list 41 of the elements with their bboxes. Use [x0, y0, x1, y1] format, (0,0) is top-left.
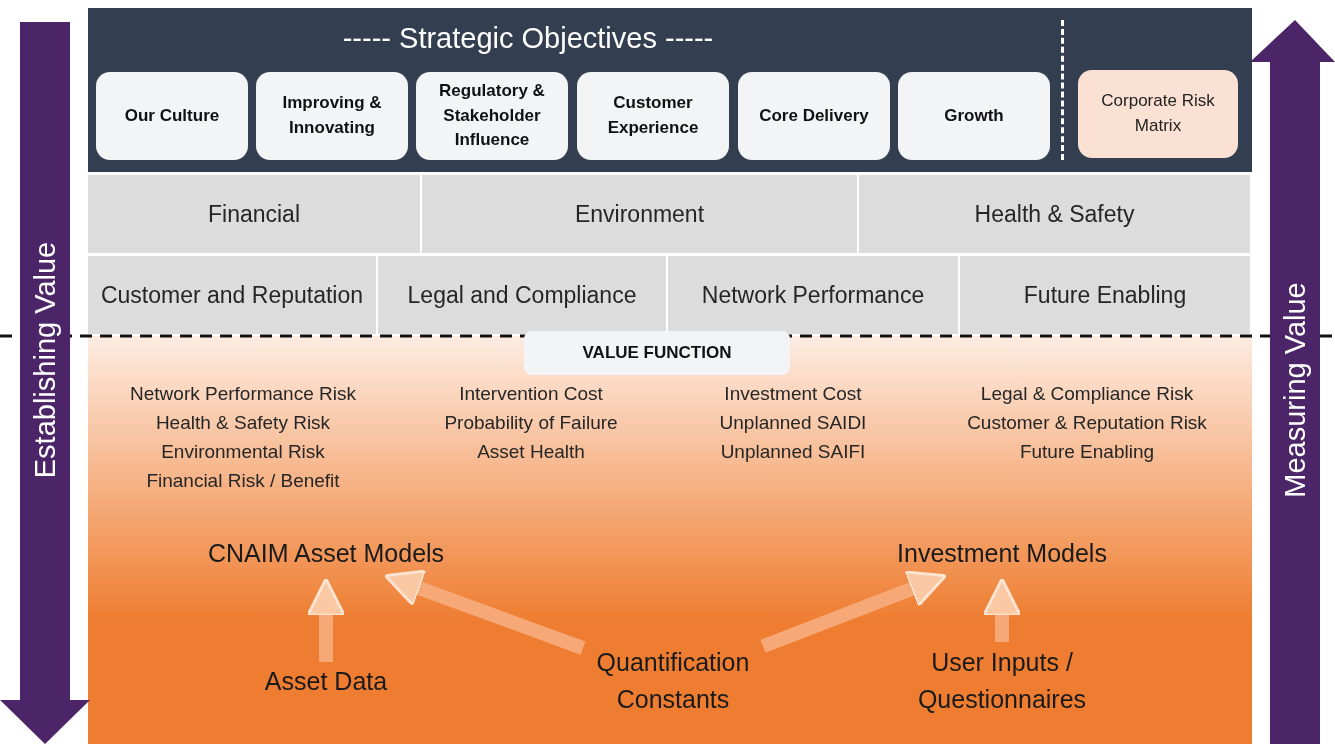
category-cell: Legal and Compliance — [378, 256, 666, 334]
model-label: Investment Models — [866, 534, 1138, 574]
value-item: Network Performance Risk — [130, 383, 356, 405]
objectives-panel — [88, 8, 1252, 172]
category-cell: Customer and Reputation — [88, 256, 376, 334]
value-item: Intervention Cost — [459, 383, 603, 405]
category-cell: Future Enabling — [960, 256, 1250, 334]
value-function-tag: VALUE FUNCTION — [524, 331, 790, 375]
model-label: Quantification Constants — [583, 642, 763, 720]
arrow — [306, 577, 346, 662]
value-item: Environmental Risk — [161, 441, 325, 463]
category-cell: Environment — [422, 175, 857, 253]
value-item: Future Enabling — [1019, 441, 1155, 463]
arrow — [982, 577, 1022, 642]
category-cell: Network Performance — [668, 256, 958, 334]
value-item: Financial Risk / Benefit — [146, 470, 340, 492]
side-label: Measuring Value — [1278, 282, 1312, 498]
objective-card: Core Delivery — [738, 72, 890, 160]
value-item: Health & Safety Risk — [155, 412, 331, 434]
value-item: Legal & Compliance Risk — [980, 383, 1194, 405]
objective-card: Improving & Innovating — [256, 72, 408, 160]
model-label: User Inputs / Questionnaires — [902, 642, 1102, 720]
objective-card: Our Culture — [96, 72, 248, 160]
objective-card: Regulatory & Stakeholder Influence — [416, 72, 568, 160]
category-cell: Health & Safety — [859, 175, 1250, 253]
side-label: Establishing Value — [28, 241, 62, 479]
value-item: Unplanned SAIDI — [719, 412, 867, 434]
value-item: Probability of Failure — [444, 412, 618, 434]
arrow — [760, 570, 948, 653]
category-cell: Financial — [88, 175, 420, 253]
panel-title: ----- Strategic Objectives ----- — [341, 22, 715, 55]
value-item: Investment Cost — [724, 383, 862, 405]
objective-card: Customer Experience — [577, 72, 729, 160]
model-label: Asset Data — [246, 662, 406, 702]
value-item: Unplanned SAIFI — [720, 441, 866, 463]
arrow — [383, 569, 586, 655]
value-item: Customer & Reputation Risk — [967, 412, 1207, 434]
model-label: CNAIM Asset Models — [186, 534, 466, 574]
risk-matrix-card: Corporate Risk Matrix — [1078, 70, 1238, 158]
objective-card: Growth — [898, 72, 1050, 160]
value-item: Asset Health — [477, 441, 585, 463]
